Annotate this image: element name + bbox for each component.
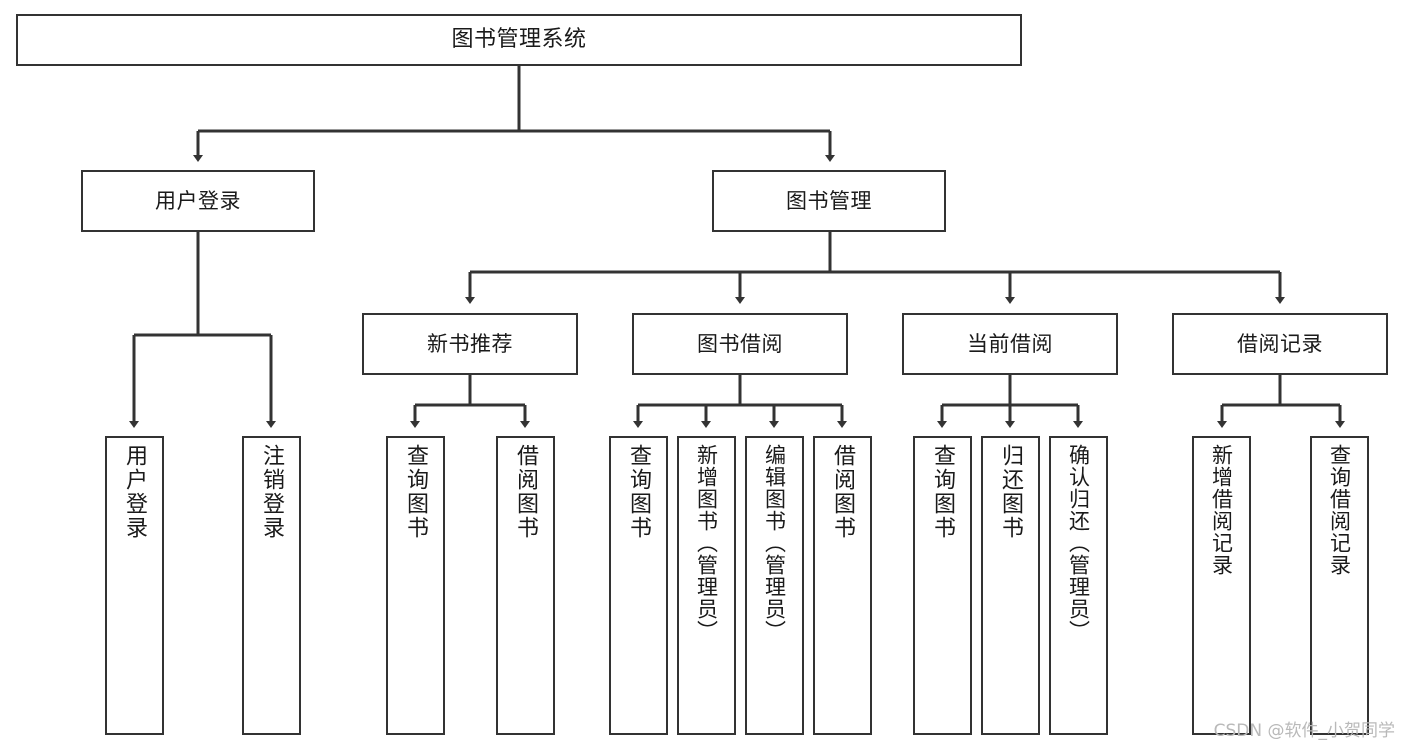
node-label: 查询图书 <box>403 444 429 540</box>
node-label: 新书推荐 <box>427 331 513 356</box>
node-label: 借阅图书 <box>830 444 856 540</box>
leaf-logout[interactable]: 注销登录 <box>242 436 301 735</box>
leaf-add-borrow-record[interactable]: 新增借阅记录 <box>1192 436 1251 735</box>
node-label: 查询图书 <box>930 444 956 540</box>
node-label: 归还图书 <box>998 444 1024 540</box>
node-root-book-management-system[interactable]: 图书管理系统 <box>16 14 1022 66</box>
node-label: 用户登录 <box>122 444 148 540</box>
node-book-management[interactable]: 图书管理 <box>712 170 946 232</box>
leaf-borrow-book-recommend[interactable]: 借阅图书 <box>496 436 555 735</box>
leaf-query-book-current[interactable]: 查询图书 <box>913 436 972 735</box>
node-label: 用户登录 <box>155 188 241 213</box>
leaf-add-book-admin[interactable]: 新增图书（管理员） <box>677 436 736 735</box>
leaf-query-borrow-record[interactable]: 查询借阅记录 <box>1310 436 1369 735</box>
node-label: 查询图书 <box>626 444 652 540</box>
leaf-return-book[interactable]: 归还图书 <box>981 436 1040 735</box>
node-user-login[interactable]: 用户登录 <box>81 170 315 232</box>
leaf-confirm-return-admin[interactable]: 确认归还（管理员） <box>1049 436 1108 735</box>
node-label: 图书管理系统 <box>451 27 587 53</box>
leaf-query-book-borrow[interactable]: 查询图书 <box>609 436 668 735</box>
node-label: 借阅记录 <box>1237 331 1323 356</box>
leaf-edit-book-admin[interactable]: 编辑图书（管理员） <box>745 436 804 735</box>
leaf-borrow-book[interactable]: 借阅图书 <box>813 436 872 735</box>
node-label: 新增图书（管理员） <box>694 444 719 642</box>
node-label: 图书管理 <box>786 188 872 213</box>
node-label: 当前借阅 <box>967 331 1053 356</box>
node-new-book-recommend[interactable]: 新书推荐 <box>362 313 578 375</box>
leaf-user-login[interactable]: 用户登录 <box>105 436 164 735</box>
node-current-borrow[interactable]: 当前借阅 <box>902 313 1118 375</box>
leaf-query-book-recommend[interactable]: 查询图书 <box>386 436 445 735</box>
node-label: 查询借阅记录 <box>1327 444 1352 576</box>
node-label: 图书借阅 <box>697 331 783 356</box>
node-label: 确认归还（管理员） <box>1066 444 1091 642</box>
node-label: 新增借阅记录 <box>1209 444 1234 576</box>
node-book-borrow[interactable]: 图书借阅 <box>632 313 848 375</box>
node-label: 借阅图书 <box>513 444 539 540</box>
node-label: 编辑图书（管理员） <box>762 444 787 642</box>
node-label: 注销登录 <box>259 444 285 540</box>
node-borrow-record[interactable]: 借阅记录 <box>1172 313 1388 375</box>
